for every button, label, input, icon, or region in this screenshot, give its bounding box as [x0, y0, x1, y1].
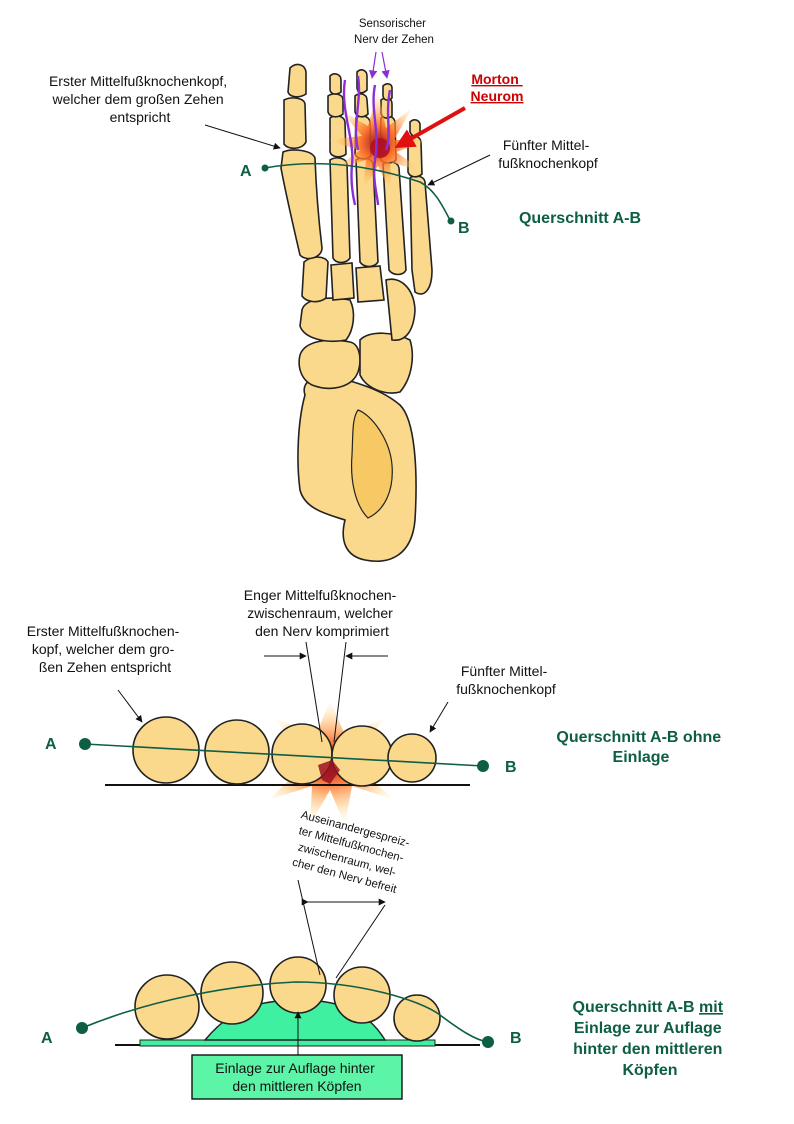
section-with-title: Querschnitt A-B mit Einlage zur Auflage … [573, 999, 728, 1079]
spread-space-label: Auseinandergespreiz- ter Mittelfußknoche… [287, 809, 414, 897]
first-head-mid-label: Erster Mittelfußknochen- kopf, welcher d… [27, 623, 183, 675]
point-a-mid: A [45, 736, 57, 753]
section-line-top [261, 162, 455, 225]
foot-skeleton [280, 63, 433, 562]
pointer-fifth-head-top [427, 154, 491, 186]
section-ab-title: Querschnitt A-B [519, 210, 641, 227]
sensor-nerve-label: Sensorischer Nerv der Zehen [354, 18, 434, 46]
insole-box [191, 1054, 403, 1100]
morton-label: Morton Neurom [471, 71, 524, 104]
morton-arrow [394, 106, 466, 148]
section-without-title: Querschnitt A-B ohne Einlage [556, 729, 725, 766]
cross-section-without-insole [79, 641, 489, 825]
point-a-top: A [240, 163, 252, 180]
narrow-space-label: Enger Mittelfußknochen- zwischenraum, we… [244, 587, 400, 639]
pointer-first-head-top [204, 124, 281, 150]
first-head-top-label: Erster Mittelfußknochenkopf, welcher dem… [49, 73, 231, 125]
point-b-mid: B [505, 759, 517, 776]
point-b-top: B [458, 220, 470, 237]
point-b-bottom: B [510, 1030, 522, 1047]
point-a-bottom: A [41, 1030, 53, 1047]
cross-section-with-insole [76, 879, 494, 1100]
insole-box-label: Einlage zur Auflage hinter den mittleren… [215, 1060, 378, 1094]
fifth-head-mid-label: Fünfter Mittel- fußknochenkopf [456, 663, 556, 697]
fifth-head-top-label: Fünfter Mittel- fußknochenkopf [498, 137, 598, 171]
sensory-nerves [342, 51, 392, 206]
